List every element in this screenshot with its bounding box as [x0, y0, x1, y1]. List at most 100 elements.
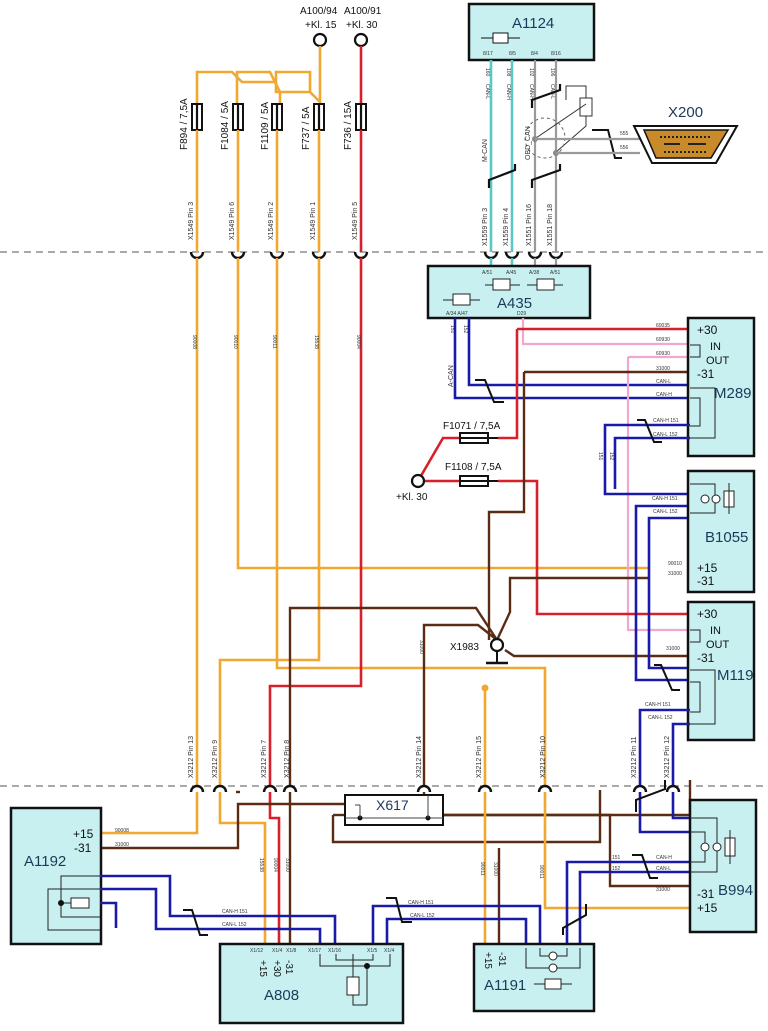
- module-name: A1124: [512, 15, 554, 32]
- terminal-kl30-icon: [410, 473, 426, 489]
- terminal-label: +Kl. 30: [346, 20, 378, 31]
- module-b1055[interactable]: B1055 +15 -31: [686, 469, 756, 594]
- signal-label: CAN-L 152: [653, 432, 678, 438]
- wire-number: 60930: [656, 337, 670, 343]
- wire-number: 90011: [479, 862, 485, 876]
- fuse-f1109: [271, 103, 283, 131]
- signal-label: CAN-H: [656, 392, 672, 398]
- signal-label: CAN-H: [528, 84, 534, 100]
- module-a1192[interactable]: +15 -31 A1192: [9, 806, 103, 946]
- pin-label: 8/5: [509, 51, 516, 57]
- terminal-label: -31: [697, 651, 715, 665]
- fuse-label: F894 / 7,5A: [179, 98, 190, 150]
- connector-x617[interactable]: X617: [344, 794, 444, 826]
- fuse-label: F737 / 5A: [301, 106, 312, 150]
- terminal-label: +30: [697, 323, 718, 337]
- wire-number: 152: [612, 866, 621, 872]
- fuse-label: F1108 / 7,5A: [445, 462, 502, 473]
- pin-label: D29: [517, 311, 526, 317]
- wire-number: 106: [549, 68, 555, 77]
- wire-number: 102: [528, 68, 534, 77]
- wire-number: 151: [612, 855, 621, 861]
- pin-label: X1/5: [367, 948, 378, 954]
- terminal-label: -31: [697, 367, 715, 381]
- junction-dot: [481, 684, 489, 692]
- termination-resistor: [535, 85, 593, 153]
- twisted-pair-icon: [637, 419, 662, 443]
- terminal-label: +15: [257, 960, 268, 977]
- connector-x200[interactable]: X200: [632, 104, 739, 164]
- wire-number: 31000: [656, 366, 670, 372]
- connector-pin-label: X3212 Pin 14: [416, 736, 423, 778]
- twisted-pair-icon: [475, 379, 504, 403]
- wire-number: 31000: [492, 862, 498, 876]
- pin-label: X1/12: [250, 948, 263, 954]
- connector-pin-label: X3212 Pin 8: [284, 740, 291, 778]
- resistor-icon: [492, 32, 509, 44]
- signal-label: CAN-L: [549, 84, 555, 99]
- wire-kl15-feed: [274, 46, 322, 106]
- wire-number: 31000: [418, 640, 424, 654]
- terminal-label: +15: [482, 952, 493, 969]
- connector-name: X617: [376, 797, 409, 813]
- connector-x3212-arcs: [189, 784, 681, 793]
- resistor-icon: [544, 978, 562, 990]
- connector-pin-label: X3212 Pin 15: [476, 736, 483, 778]
- module-name: A808: [264, 987, 299, 1004]
- wire-number: 90011: [538, 865, 544, 879]
- wire-number: 90004: [355, 335, 361, 349]
- module-a1191[interactable]: +15 -31 A1191: [472, 942, 596, 1013]
- pin-label: 8/16: [551, 51, 561, 57]
- wire-number: 90010: [232, 335, 238, 349]
- module-a808[interactable]: X1/12 X1/4 X1/8 X1/17 X1/16 X1/5 X1/4 +1…: [218, 942, 405, 1025]
- module-m119[interactable]: +30 IN OUT -31 M119: [686, 600, 756, 742]
- signal-label: CAN-L: [656, 866, 671, 872]
- wire-number: 556: [620, 145, 629, 151]
- terminal-label: -31: [74, 841, 92, 855]
- connector-pin-label: X1549 Pin 3: [188, 202, 195, 240]
- fuse-label: F1071 / 7,5A: [443, 421, 501, 432]
- terminal-label: +30: [697, 607, 718, 621]
- connector-pin-label: X3212 Pin 11: [631, 736, 638, 778]
- fuse-label: F1109 / 5A: [260, 101, 271, 150]
- pin-label: A/45: [506, 270, 517, 276]
- fuse-f737: [313, 103, 325, 131]
- pin-label: X1/4: [384, 948, 395, 954]
- twisted-pair-icon: [592, 129, 622, 159]
- module-name: B1055: [705, 529, 748, 546]
- wire-number: 151: [449, 325, 455, 334]
- terminal-id: A100/94: [300, 6, 338, 17]
- terminal-label: OUT: [706, 355, 730, 367]
- terminal-label: OUT: [706, 639, 730, 651]
- module-b994[interactable]: B994 -31 +15: [688, 798, 758, 934]
- fuse-f736: [355, 103, 367, 131]
- connector-pin-label: X1551 Pin 16: [526, 204, 533, 246]
- connector-pin-label: X1559 Pin 3: [482, 208, 489, 246]
- terminal-label: +30: [271, 960, 282, 977]
- module-a1124[interactable]: A1124 8/17 8/5 8/4 8/16: [467, 2, 596, 62]
- pin-label: X1/8: [286, 948, 297, 954]
- twisted-pair-icon: [530, 164, 562, 188]
- wire-number: 90011: [271, 335, 277, 349]
- ground-label: X1983: [450, 642, 479, 653]
- fuse-f1084: [232, 103, 244, 131]
- pin-label: X1/4: [272, 948, 283, 954]
- pin-label: 8/17: [483, 51, 493, 57]
- terminal-label: +15: [697, 901, 718, 915]
- wire-number: 90004: [272, 858, 278, 872]
- supply-terminal-kl30: A100/91 +Kl. 30: [344, 6, 382, 48]
- terminal-label: IN: [710, 341, 721, 353]
- connector-name: X200: [668, 104, 703, 121]
- wire-number: 90008: [115, 828, 129, 834]
- twisted-pair-icon: [530, 84, 562, 108]
- signal-label: CAN-H: [505, 84, 511, 100]
- pin-label: X1/16: [328, 948, 341, 954]
- twisted-pair-icon: [386, 897, 412, 923]
- module-m289[interactable]: +30 IN OUT -31 M289: [686, 316, 756, 458]
- terminal-label: -31: [697, 887, 715, 901]
- signal-label: CAN-H 151: [222, 909, 248, 915]
- module-a435[interactable]: A/51 A/45 A/38 A/51 A435 A/34 A/47 D29: [426, 264, 592, 320]
- resistor-icon: [452, 293, 471, 306]
- fuse-label: F1084 / 5A: [220, 101, 231, 150]
- terminal-circle-icon: [353, 32, 369, 48]
